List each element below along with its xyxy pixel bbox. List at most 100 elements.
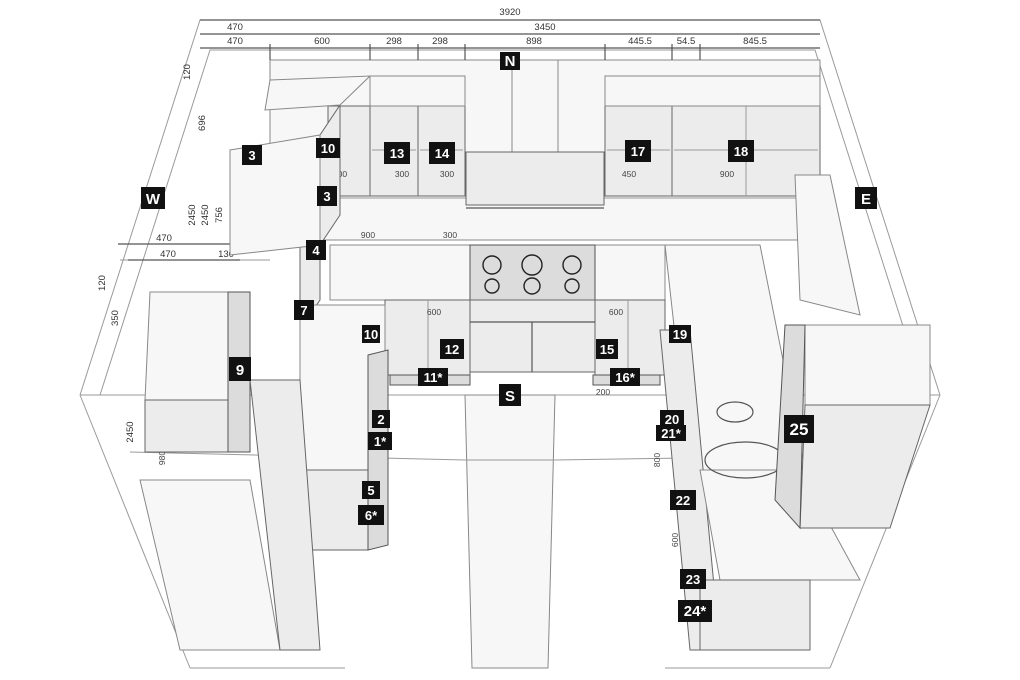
dim-seg-600: 600 <box>314 36 330 47</box>
svg-text:13: 13 <box>390 146 404 161</box>
cabinet-tag-12: 12 <box>440 339 464 359</box>
dim-left-470a: 470 <box>227 22 243 33</box>
compass-north-label: N <box>505 53 516 70</box>
cabinet-tag-14: 14 <box>429 142 455 164</box>
compass-east-label: E <box>861 191 871 208</box>
cabinet-tags: 3 10 13 14 17 18 3 4 7 9 10 12 11* 15 16… <box>229 138 814 622</box>
cabinet-tag-16star: 16* <box>610 368 640 386</box>
dim-right-800: 800 <box>652 453 662 467</box>
svg-text:23: 23 <box>686 572 700 587</box>
cabinet-tag-17: 17 <box>625 140 651 162</box>
svg-text:12: 12 <box>445 342 459 357</box>
svg-text:7: 7 <box>300 303 307 318</box>
dim-seg-298b: 298 <box>432 36 448 47</box>
dim-base-600a: 600 <box>427 307 441 317</box>
compass-south-label: S <box>505 388 515 405</box>
svg-text:11*: 11* <box>424 370 444 385</box>
top-dimension-lines <box>200 19 820 60</box>
cabinet-tag-20: 20 <box>660 410 684 428</box>
dim-left-2450a: 2450 <box>187 204 198 225</box>
cabinet-tag-15: 15 <box>596 339 618 359</box>
cabinet-tag-9: 10 <box>362 325 380 343</box>
svg-text:3: 3 <box>248 148 255 163</box>
svg-text:10: 10 <box>321 141 335 156</box>
svg-text:14: 14 <box>435 146 450 161</box>
dim-left-350: 350 <box>110 310 121 326</box>
svg-text:2: 2 <box>377 412 384 427</box>
dim-left-696: 696 <box>197 115 208 131</box>
svg-text:16*: 16* <box>615 370 635 385</box>
dim-seg-54: 54.5 <box>677 36 696 47</box>
cabinet-tag-18: 18 <box>728 140 754 162</box>
svg-text:1*: 1* <box>374 434 387 449</box>
cabinet-tag-24star: 24* <box>678 600 712 622</box>
range-cooker <box>469 244 596 373</box>
svg-text:21*: 21* <box>661 426 681 441</box>
dim-left-980: 980 <box>157 451 167 465</box>
svg-text:10: 10 <box>364 327 378 342</box>
dim-left-470c: 470 <box>156 233 172 244</box>
dim-cab-900a: 900 <box>720 169 734 179</box>
cabinet-tag-19: 19 <box>669 325 691 343</box>
compass-east: E <box>855 187 877 209</box>
dim-total-width: 3920 <box>499 7 520 18</box>
dim-inner-width: 3450 <box>534 22 555 33</box>
dim-seg-445: 445.5 <box>628 36 652 47</box>
svg-text:22: 22 <box>676 493 690 508</box>
dim-cab-300b: 300 <box>440 169 454 179</box>
cabinet-tag-10: 10 <box>316 138 340 158</box>
svg-text:4: 4 <box>312 243 320 258</box>
dim-seg-298a: 298 <box>386 36 402 47</box>
dim-left-120a: 120 <box>182 64 193 80</box>
svg-text:25: 25 <box>790 420 809 439</box>
svg-text:9: 9 <box>236 362 244 379</box>
cabinet-tag-3b: 3 <box>317 186 337 206</box>
svg-text:19: 19 <box>673 327 687 342</box>
range-hood <box>465 59 605 209</box>
compass-west-label: W <box>146 191 161 208</box>
cabinet-tag-4: 4 <box>306 240 326 260</box>
cabinet-tag-22: 22 <box>670 490 696 510</box>
dim-left-120b: 120 <box>97 275 108 291</box>
dim-cab-450: 450 <box>622 169 636 179</box>
compass-south: S <box>499 384 521 406</box>
upper-cabinets-back <box>327 75 821 197</box>
cabinet-tag-11star: 11* <box>418 368 448 386</box>
cabinet-tag-8: 9 <box>229 357 251 381</box>
cabinet-tag-7: 7 <box>294 300 314 320</box>
dim-base-300: 300 <box>443 230 457 240</box>
dim-cab-300a: 300 <box>395 169 409 179</box>
dim-seg-898: 898 <box>526 36 542 47</box>
compass-west: W <box>141 187 165 209</box>
cabinet-tag-6star: 6* <box>358 505 384 525</box>
dim-seg-845: 845.5 <box>743 36 767 47</box>
cabinet-tag-3a: 3 <box>242 145 262 165</box>
dim-left-470d: 470 <box>160 249 176 260</box>
cabinet-tag-25: 25 <box>784 415 814 443</box>
svg-text:24*: 24* <box>684 603 707 620</box>
dim-right-600: 600 <box>670 533 680 547</box>
dim-left-756: 756 <box>214 207 225 223</box>
cabinet-tag-2: 2 <box>372 410 390 428</box>
dim-base-900: 900 <box>361 230 375 240</box>
svg-text:3: 3 <box>323 189 330 204</box>
svg-text:6*: 6* <box>365 508 378 523</box>
svg-text:15: 15 <box>600 342 614 357</box>
svg-text:17: 17 <box>631 144 645 159</box>
svg-text:5: 5 <box>367 483 374 498</box>
dim-base-600b: 600 <box>609 307 623 317</box>
cabinet-tag-13: 13 <box>384 142 410 164</box>
left-units <box>139 291 389 651</box>
svg-text:20: 20 <box>665 412 679 427</box>
dim-left-2450c: 2450 <box>125 421 136 442</box>
cabinet-tag-5: 5 <box>362 481 380 499</box>
dim-left-2450b: 2450 <box>200 204 211 225</box>
dim-left-130: 130 <box>218 249 234 260</box>
dim-left-470b: 470 <box>227 36 243 47</box>
compass-north: N <box>500 52 520 70</box>
dim-base-200: 200 <box>596 387 610 397</box>
cabinet-tag-23: 23 <box>680 569 706 589</box>
cabinet-tag-21star: 21* <box>656 425 686 441</box>
